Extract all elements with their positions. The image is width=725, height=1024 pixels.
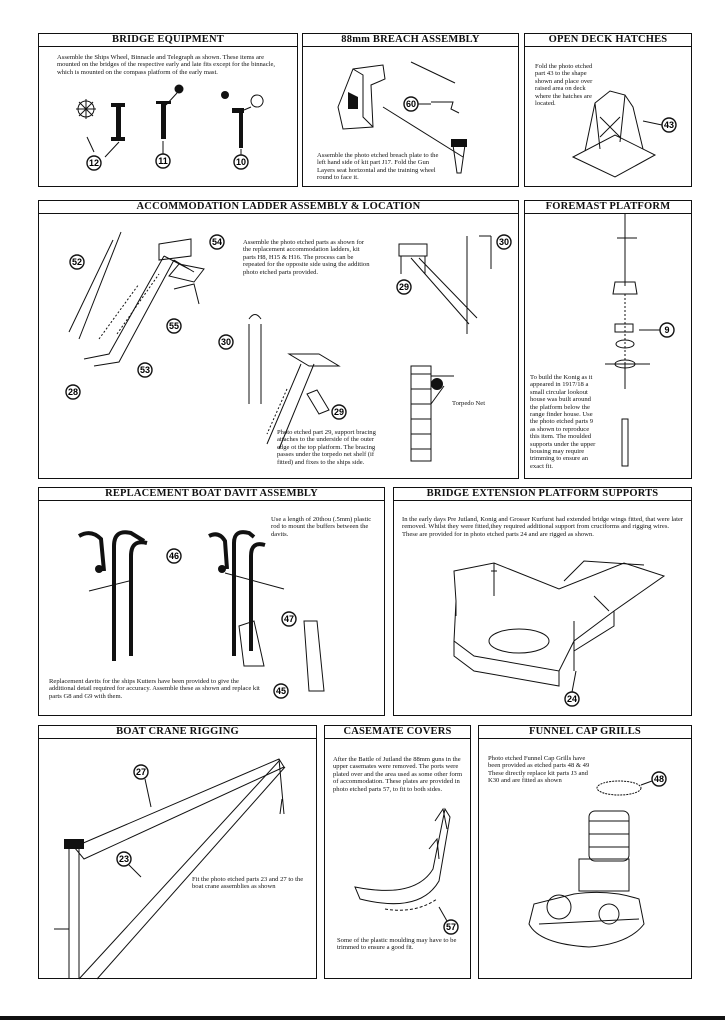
open-deck-hatches-text: Fold the photo etched part 43 to the sha… — [535, 63, 593, 108]
ships-wheel-icon — [76, 99, 96, 153]
foremast-platform-panel: 9 To build the Konig as it appeared in 1… — [524, 214, 692, 479]
foremast-platform-illustration: 9 — [605, 214, 675, 467]
svg-text:54: 54 — [212, 237, 222, 247]
casemate-covers-text2: Some of the plastic moulding may have to… — [337, 937, 457, 952]
bridge-equipment-text: Assemble the Ships Wheel, Binnacle and T… — [57, 54, 276, 76]
casemate-covers-panel: After the Battle of Jutland the 88mm gun… — [324, 739, 471, 979]
boat-davit-illustration: 46 47 45 — [77, 530, 325, 699]
callout-9: 9 — [659, 322, 675, 338]
svg-text:47: 47 — [284, 614, 294, 624]
accommodation-ladder-header: ACCOMMODATION LADDER ASSEMBLY & LOCATION — [38, 200, 519, 214]
svg-text:48: 48 — [654, 774, 664, 784]
callout-43: 43 — [661, 117, 677, 133]
bridge-extension-illustration: 24 — [453, 560, 666, 707]
callout-53: 53 — [137, 362, 153, 378]
boat-davit-text: Use a length of 20thou (.5mm) plastic ro… — [271, 516, 372, 538]
svg-text:30: 30 — [499, 237, 509, 247]
svg-text:53: 53 — [140, 365, 150, 375]
funnel-cap-panel: Photo etched Funnel Cap Grills have been… — [478, 739, 692, 979]
svg-text:57: 57 — [446, 922, 456, 932]
boat-davit-panel: Use a length of 20thou (.5mm) plastic ro… — [38, 501, 385, 716]
callout-57: 57 — [443, 919, 459, 935]
callout-48: 48 — [651, 771, 667, 787]
bridge-equipment-panel: Assemble the Ships Wheel, Binnacle and T… — [38, 47, 298, 187]
svg-text:30: 30 — [221, 337, 231, 347]
breach-assembly-header: 88mm BREACH ASSEMBLY — [302, 33, 519, 47]
svg-text:12: 12 — [89, 158, 99, 168]
open-deck-hatches-illustration: 43 — [571, 90, 677, 178]
foremast-platform-text: To build the Konig as it appeared in 191… — [530, 374, 596, 470]
funnel-cap-illustration: 48 — [528, 771, 667, 948]
funnel-cap-header: FUNNEL CAP GRILLS — [478, 725, 692, 739]
svg-text:10: 10 — [236, 157, 246, 167]
callout-55: 55 — [166, 318, 182, 334]
foremast-platform-header: FOREMAST PLATFORM — [524, 200, 692, 214]
breach-assembly-illustration: 60 — [337, 61, 467, 174]
bridge-extension-header: BRIDGE EXTENSION PLATFORM SUPPORTS — [393, 487, 692, 501]
callout-23: 23 — [116, 851, 132, 867]
accommodation-ladder-illustration: 54 52 55 28 53 30 29 30 29 — [65, 231, 512, 462]
svg-text:43: 43 — [664, 120, 674, 130]
callout-24: 24 — [564, 691, 580, 707]
callout-45: 45 — [273, 683, 289, 699]
svg-text:9: 9 — [664, 325, 669, 335]
breach-assembly-text: Assemble the photo etched breach plate t… — [317, 152, 439, 182]
bridge-equipment-header: BRIDGE EQUIPMENT — [38, 33, 298, 47]
bridge-extension-panel: In the early days Pre Jutland, Konig and… — [393, 501, 692, 716]
callout-12: 12 — [86, 155, 102, 171]
callout-60: 60 — [403, 96, 419, 112]
torpedo-net-label: Torpedo Net — [452, 400, 486, 407]
callout-47: 47 — [281, 611, 297, 627]
open-deck-hatches-panel: Fold the photo etched part 43 to the sha… — [524, 47, 692, 187]
svg-text:28: 28 — [68, 387, 78, 397]
accommodation-ladder-text2: Photo etched part 29, support bracing at… — [277, 429, 376, 466]
svg-text:60: 60 — [406, 99, 416, 109]
callout-30: 30 — [496, 234, 512, 250]
svg-text:24: 24 — [567, 694, 577, 704]
accommodation-ladder-text: Assemble the photo etched parts as shown… — [243, 239, 370, 276]
callout-52: 52 — [69, 254, 85, 270]
boat-davit-text2: Replacement davits for the ships Kutters… — [49, 678, 260, 700]
svg-text:29: 29 — [399, 282, 409, 292]
boat-crane-text: Fit the photo etched parts 23 and 27 to … — [192, 876, 304, 891]
svg-text:46: 46 — [169, 551, 179, 561]
boat-crane-illustration: 27 23 — [54, 758, 286, 980]
open-deck-hatches-header: OPEN DECK HATCHES — [524, 33, 692, 47]
page-bottom-rule — [0, 1016, 725, 1020]
bridge-extension-text: In the early days Pre Jutland, Konig and… — [402, 516, 684, 538]
boat-crane-panel: Fit the photo etched parts 23 and 27 to … — [38, 739, 317, 980]
casemate-covers-header: CASEMATE COVERS — [324, 725, 471, 739]
svg-text:52: 52 — [72, 257, 82, 267]
svg-text:27: 27 — [136, 767, 146, 777]
svg-text:11: 11 — [158, 156, 168, 166]
svg-text:45: 45 — [276, 686, 286, 696]
callout-29-lower: 29 — [331, 404, 347, 420]
casemate-covers-illustration: 57 — [354, 807, 459, 935]
callout-27: 27 — [133, 764, 149, 780]
boat-crane-header: BOAT CRANE RIGGING — [38, 725, 317, 739]
callout-11: 11 — [155, 153, 171, 169]
svg-text:55: 55 — [169, 321, 179, 331]
funnel-cap-text: Photo etched Funnel Cap Grills have been… — [488, 755, 590, 785]
casemate-covers-text: After the Battle of Jutland the 88mm gun… — [333, 756, 463, 793]
breach-assembly-panel: 60 Assemble the photo etched breach plat… — [302, 47, 519, 187]
callout-10: 10 — [233, 154, 249, 170]
bridge-equipment-illustration: 12 11 10 — [76, 84, 264, 171]
callout-28: 28 — [65, 384, 81, 400]
callout-30-lower: 30 — [218, 334, 234, 350]
boat-davit-header: REPLACEMENT BOAT DAVIT ASSEMBLY — [38, 487, 385, 501]
svg-text:29: 29 — [334, 407, 344, 417]
callout-46: 46 — [166, 548, 182, 564]
svg-text:23: 23 — [119, 854, 129, 864]
accommodation-ladder-panel: Assemble the photo etched parts as shown… — [38, 214, 519, 479]
callout-54: 54 — [209, 234, 225, 250]
callout-29: 29 — [396, 279, 412, 295]
